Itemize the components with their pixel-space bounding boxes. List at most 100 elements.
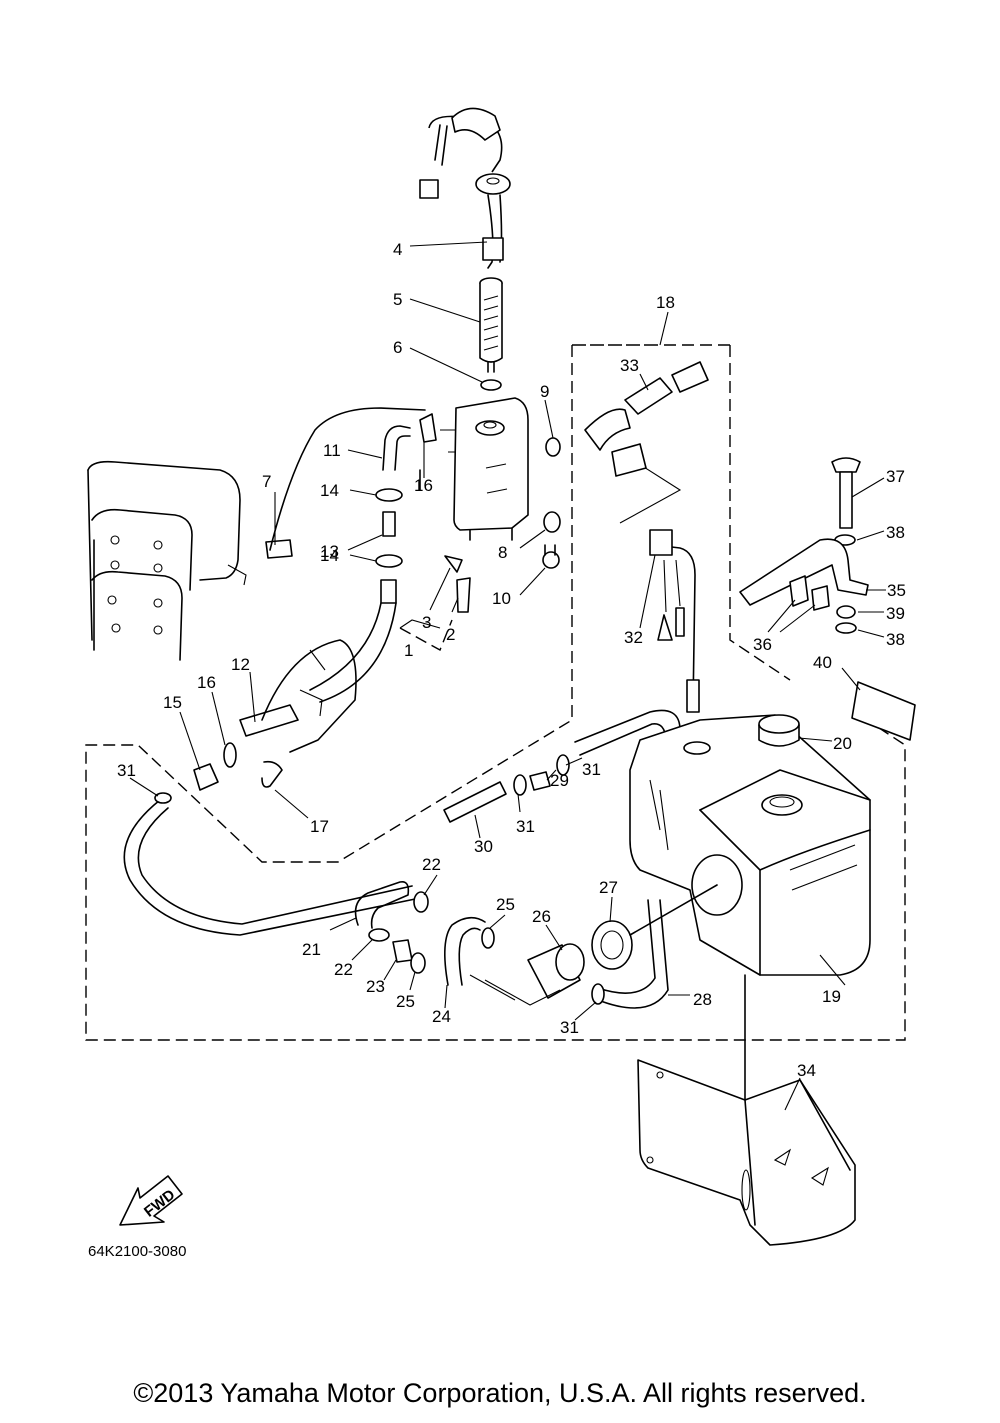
callout: 12 <box>231 655 250 674</box>
fwd-arrow-icon: FWD <box>119 1175 183 1226</box>
bolt-37 <box>831 457 861 529</box>
knob-27 <box>591 920 633 970</box>
clip-31-lower <box>591 983 605 1005</box>
callout: 26 <box>532 907 551 926</box>
callout: 16 <box>414 476 433 495</box>
cowling-edge <box>261 639 357 753</box>
callout: 14 <box>320 481 339 500</box>
callout: 4 <box>393 240 402 259</box>
oil-tank-19 <box>629 714 871 976</box>
callout: 14 <box>320 546 339 565</box>
callout: 34 <box>797 1061 816 1080</box>
callout: 1 <box>404 641 413 660</box>
bolt-10 <box>542 544 560 569</box>
sub-tank-1 <box>440 397 529 541</box>
harness-32 <box>654 544 696 709</box>
callout: 32 <box>624 628 643 647</box>
diagram-code: 64K2100-3080 <box>88 1243 186 1260</box>
callout: 27 <box>599 878 618 897</box>
clip-16-upper <box>419 413 437 443</box>
callout: 22 <box>334 960 353 979</box>
pump-26 <box>469 943 585 1006</box>
callout: 28 <box>693 990 712 1009</box>
callout: 22 <box>422 855 441 874</box>
washer-6 <box>480 379 502 391</box>
hose-7 <box>269 407 426 551</box>
leader-lines <box>129 241 886 1111</box>
callout: 36 <box>753 635 772 654</box>
clip-31-left <box>154 792 172 804</box>
callout: 15 <box>163 693 182 712</box>
sender-4 <box>419 107 511 491</box>
hose-21 <box>354 880 410 929</box>
callout: 30 <box>474 837 493 856</box>
clip-25-lower <box>410 952 426 974</box>
callout: 7 <box>262 472 271 491</box>
clip-31-mid <box>513 774 527 796</box>
callout: 17 <box>310 817 329 836</box>
hose-30 <box>443 781 507 823</box>
callout: 33 <box>620 356 639 375</box>
bracket-35 <box>739 538 869 606</box>
hose-24 <box>444 916 486 986</box>
clip-16-lower <box>223 742 237 768</box>
copyright-notice: ©2013 Yamaha Motor Corporation, U.S.A. A… <box>133 1378 867 1408</box>
assembly-18-boundary <box>85 344 906 1041</box>
callout: 18 <box>656 293 675 312</box>
callout: 23 <box>366 977 385 996</box>
joint-13 <box>382 511 396 537</box>
callout: 37 <box>886 467 905 486</box>
joint-2 <box>456 577 471 613</box>
hose-12 <box>239 704 299 737</box>
callout: 29 <box>550 771 569 790</box>
callout: 25 <box>496 895 515 914</box>
callout: 35 <box>887 581 906 600</box>
callout: 20 <box>833 734 852 753</box>
bracket-34 <box>637 1059 856 1246</box>
callout: 31 <box>117 761 136 780</box>
filter-5 <box>479 277 503 373</box>
callout: 21 <box>302 940 321 959</box>
engine-outline <box>87 460 247 661</box>
label-40 <box>851 681 916 741</box>
clip-22-lower <box>368 928 390 942</box>
washer-38-lower <box>835 622 857 634</box>
callout: 19 <box>822 987 841 1006</box>
hose-11 <box>382 425 411 471</box>
clip-36a <box>789 575 809 607</box>
callout: 40 <box>813 653 832 672</box>
callout: 8 <box>498 543 507 562</box>
callout: 16 <box>197 673 216 692</box>
link-line <box>629 884 718 936</box>
clip-14-lower <box>375 554 403 568</box>
assembly-1-boundary <box>399 619 453 651</box>
clip-36b <box>811 585 830 611</box>
clip-25-upper <box>481 927 495 949</box>
clip-14-upper <box>375 488 403 502</box>
callout: 24 <box>432 1007 451 1026</box>
hose-28 <box>597 899 669 1009</box>
callout: 31 <box>516 817 535 836</box>
callout: 39 <box>886 604 905 623</box>
callout: 25 <box>396 992 415 1011</box>
clip-31-right <box>556 754 570 776</box>
joint-15 <box>193 763 219 791</box>
callout: 38 <box>886 523 905 542</box>
hose-joint-7 <box>265 539 293 559</box>
callout: 13 <box>320 542 339 561</box>
grommet-8 <box>543 511 561 533</box>
callout: 38 <box>886 630 905 649</box>
callout: 2 <box>446 625 455 644</box>
grommet-9 <box>545 437 561 457</box>
callout: 5 <box>393 290 402 309</box>
callout: 31 <box>582 760 601 779</box>
hose-end <box>380 579 397 604</box>
callout: 11 <box>323 441 341 460</box>
grommet-tank <box>683 741 711 755</box>
callout: 3 <box>422 613 431 632</box>
callout-labels: 1 2 3 4 5 6 7 8 9 10 11 12 13 14 14 15 1… <box>117 240 906 1080</box>
callout: 31 <box>560 1018 579 1037</box>
clip-3 <box>444 555 463 573</box>
